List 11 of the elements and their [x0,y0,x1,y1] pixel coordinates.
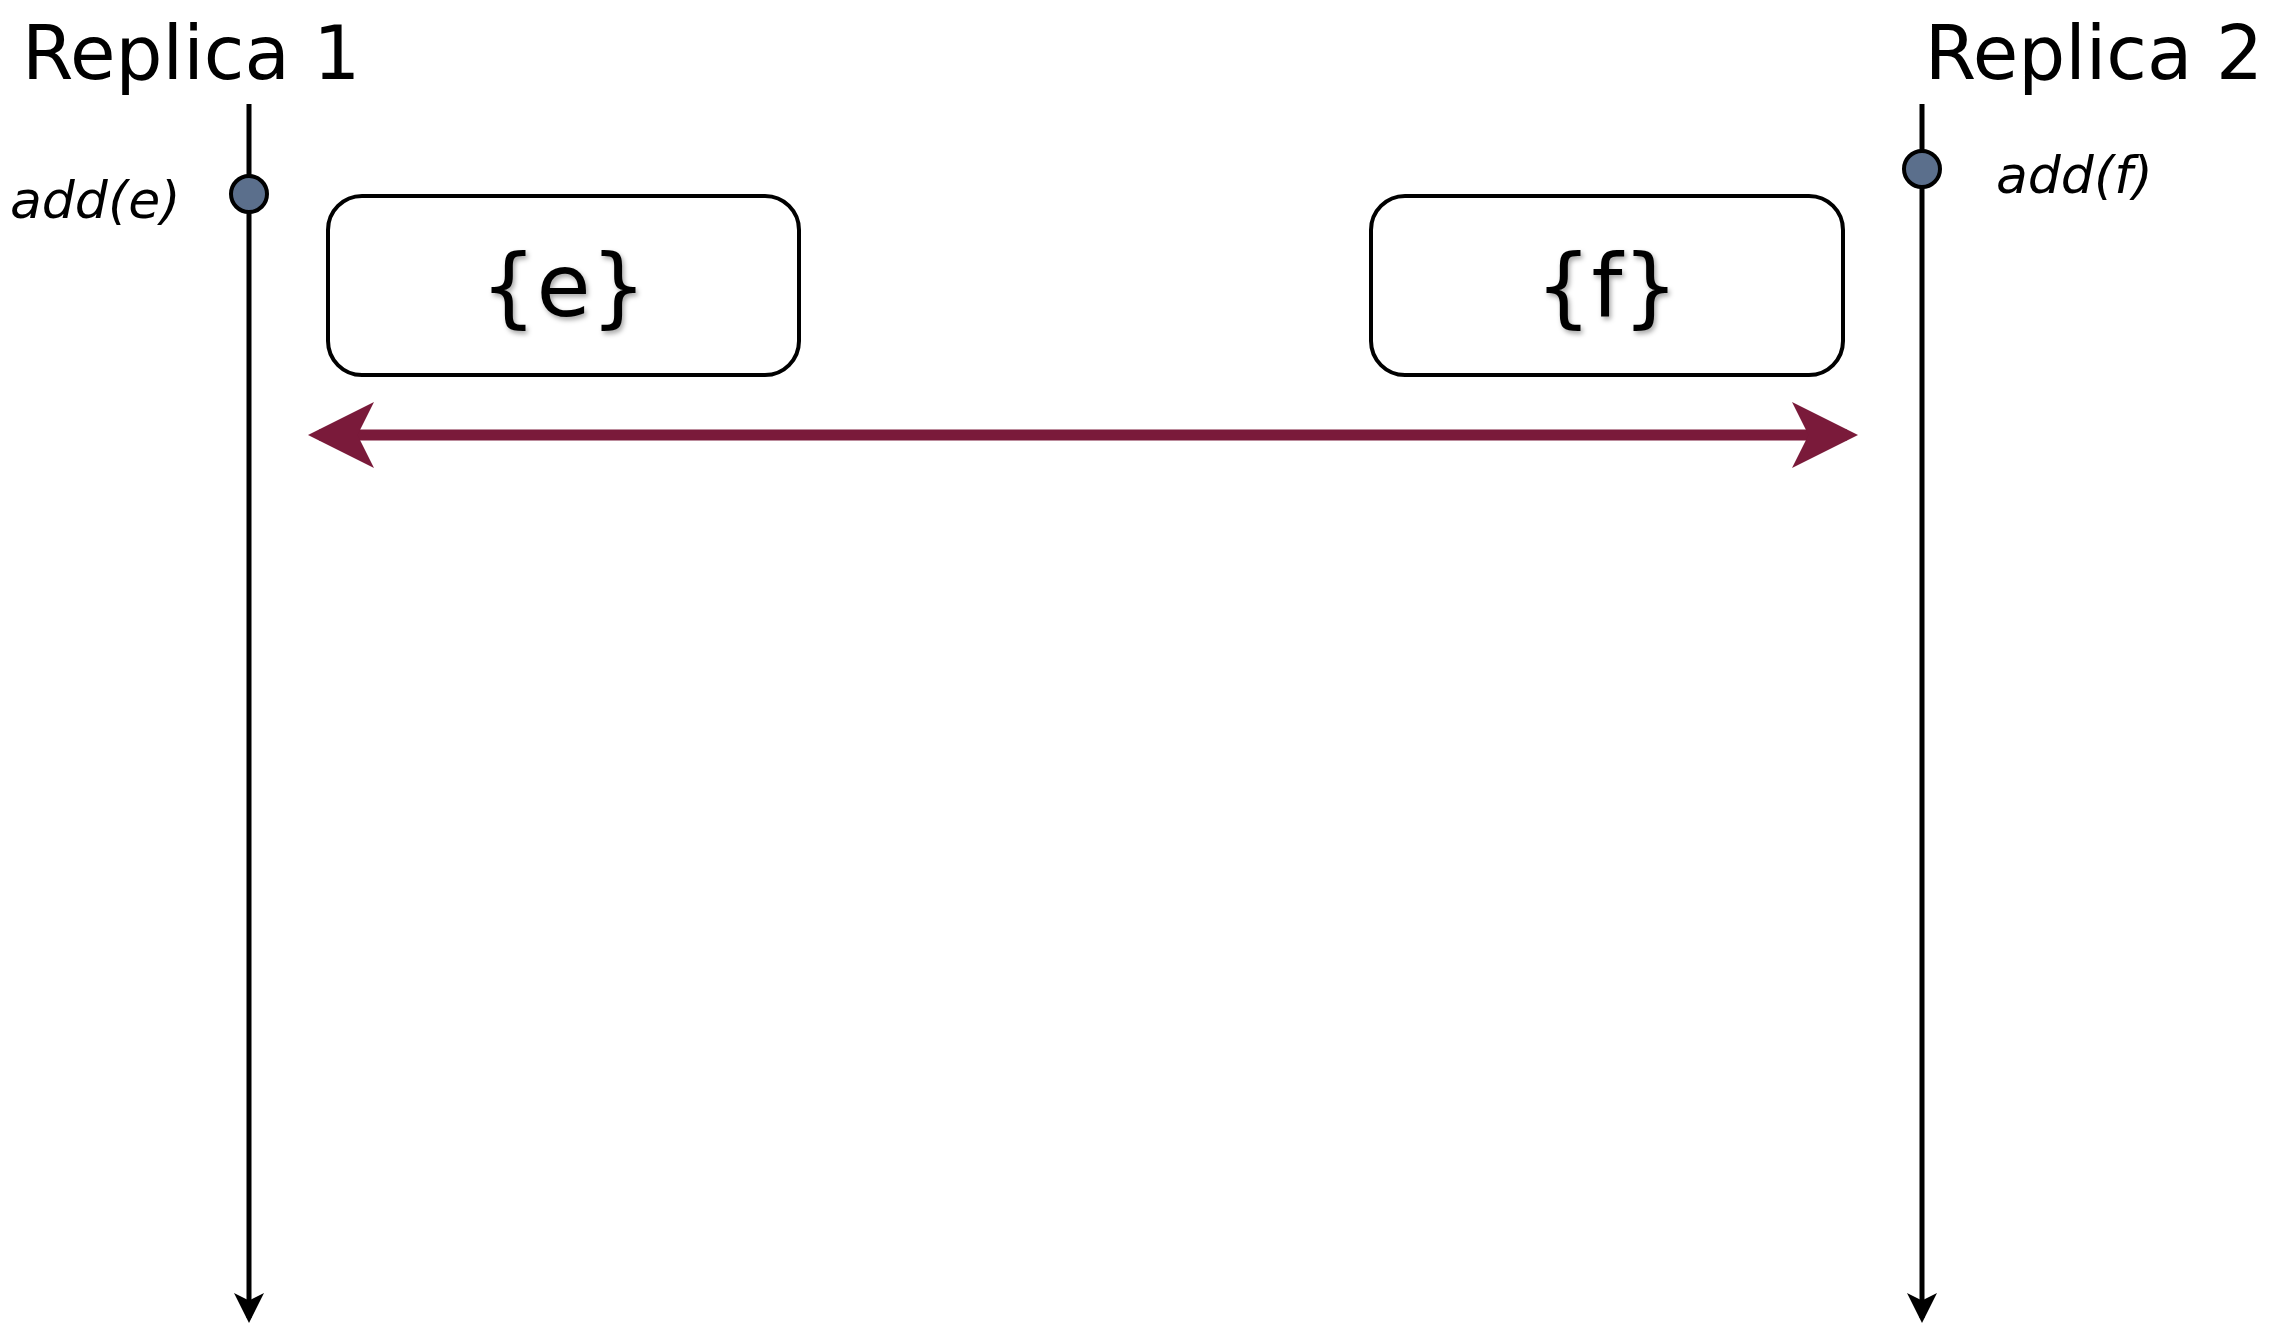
timeline-arrow [234,104,264,1323]
lane-heading: Replica 2 [1924,8,2263,98]
sync-arrow [308,402,1858,468]
operation-label: add(e) [10,170,181,230]
state-box: {e} [326,194,801,377]
operation-label: add(f) [1996,145,2153,205]
state-box: {f} [1369,194,1845,377]
event-dot [1902,149,1942,189]
timeline-arrow [1907,104,1937,1323]
lane-heading: Replica 1 [22,8,361,98]
event-dot [229,174,269,214]
